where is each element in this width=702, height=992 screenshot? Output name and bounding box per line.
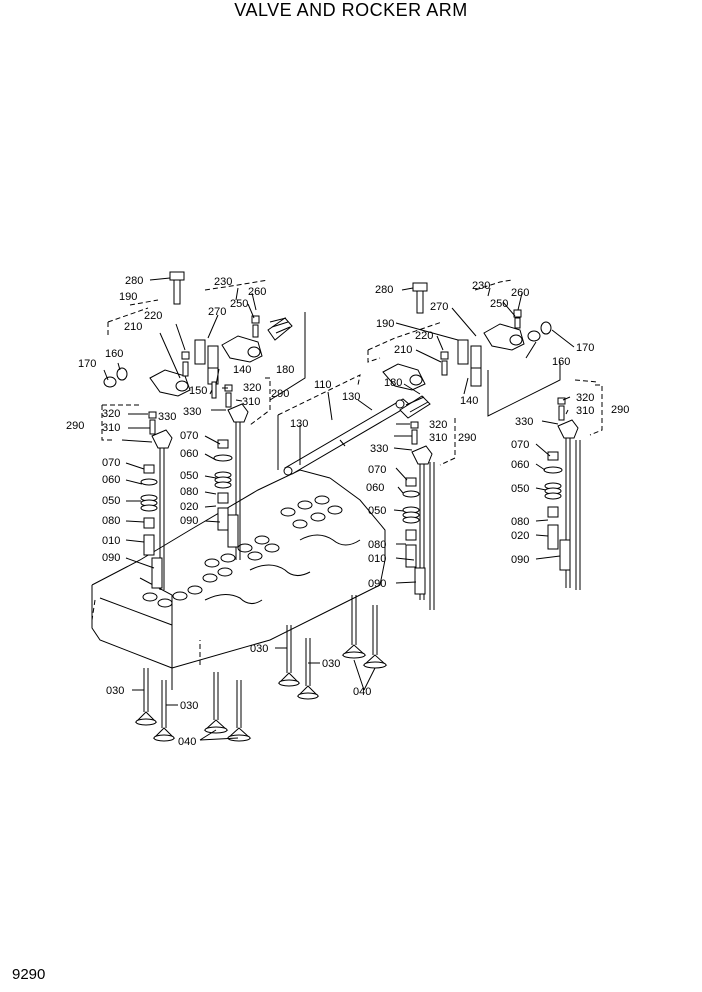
callout-label: 150 bbox=[189, 385, 207, 397]
callout-label: 210 bbox=[124, 321, 142, 333]
callout-label: 090 bbox=[102, 552, 120, 564]
callout-label: 330 bbox=[370, 443, 388, 455]
callout-label: 140 bbox=[233, 364, 251, 376]
callout-label: 270 bbox=[430, 301, 448, 313]
callout-label: 030 bbox=[322, 658, 340, 670]
callout-label: 310 bbox=[242, 396, 260, 408]
callout-label: 070 bbox=[511, 439, 529, 451]
rocker-shaft bbox=[277, 374, 431, 476]
callout-label: 060 bbox=[180, 448, 198, 460]
right-valve-assembly bbox=[543, 379, 603, 590]
callout-label: 130 bbox=[290, 418, 308, 430]
callout-label: 060 bbox=[511, 459, 529, 471]
page-number: 9290 bbox=[12, 966, 46, 983]
callout-label: 250 bbox=[490, 298, 508, 310]
callout-label: 310 bbox=[429, 432, 447, 444]
diagram-title: VALVE AND ROCKER ARM bbox=[234, 0, 468, 20]
callout-label: 290 bbox=[271, 388, 289, 400]
callout-label: 070 bbox=[102, 457, 120, 469]
callout-label: 320 bbox=[243, 382, 261, 394]
callout-label: 220 bbox=[415, 330, 433, 342]
callout-label: 130 bbox=[342, 391, 360, 403]
callout-label: 230 bbox=[214, 276, 232, 288]
callout-label: 220 bbox=[144, 310, 162, 322]
callout-label: 320 bbox=[429, 419, 447, 431]
callout-label: 030 bbox=[250, 643, 268, 655]
callout-label: 160 bbox=[552, 356, 570, 368]
callout-label: 090 bbox=[368, 578, 386, 590]
callout-label: 330 bbox=[183, 406, 201, 418]
callout-label: 310 bbox=[576, 405, 594, 417]
callout-label: 020 bbox=[511, 530, 529, 542]
callout-label: 290 bbox=[611, 404, 629, 416]
callout-label: 110 bbox=[314, 379, 332, 391]
callout-label: 080 bbox=[511, 516, 529, 528]
callout-label: 050 bbox=[511, 483, 529, 495]
callout-label: 180 bbox=[276, 364, 294, 376]
left-rocker-assembly bbox=[101, 271, 306, 590]
callout-label: 030 bbox=[106, 685, 124, 697]
valves bbox=[134, 595, 388, 742]
callout-label: 330 bbox=[158, 411, 176, 423]
cylinder-head bbox=[91, 469, 386, 690]
callout-label: 040 bbox=[353, 686, 371, 698]
callout-label: 190 bbox=[376, 318, 394, 330]
callout-label: 210 bbox=[394, 344, 412, 356]
callout-label: 080 bbox=[102, 515, 120, 527]
callout-label: 090 bbox=[511, 554, 529, 566]
middle-rocker-assembly bbox=[367, 279, 561, 610]
callout-label: 010 bbox=[368, 553, 386, 565]
callout-label: 040 bbox=[178, 736, 196, 748]
callout-label: 030 bbox=[180, 700, 198, 712]
callout-label: 010 bbox=[102, 535, 120, 547]
callout-label: 170 bbox=[576, 342, 594, 354]
callout-label: 330 bbox=[515, 416, 533, 428]
callout-label: 080 bbox=[368, 539, 386, 551]
callout-label: 060 bbox=[366, 482, 384, 494]
callout-label: 260 bbox=[248, 286, 266, 298]
callout-label: 270 bbox=[208, 306, 226, 318]
callout-label: 310 bbox=[102, 422, 120, 434]
callout-label: 060 bbox=[102, 474, 120, 486]
callout-label: 020 bbox=[180, 501, 198, 513]
callout-label: 050 bbox=[180, 470, 198, 482]
callout-label: 050 bbox=[102, 495, 120, 507]
callout-label: 070 bbox=[368, 464, 386, 476]
callout-label: 170 bbox=[78, 358, 96, 370]
callout-label: 140 bbox=[460, 395, 478, 407]
callout-label: 160 bbox=[105, 348, 123, 360]
callout-label: 080 bbox=[180, 486, 198, 498]
callout-label: 280 bbox=[375, 284, 393, 296]
callout-label: 250 bbox=[230, 298, 248, 310]
callout-label: 090 bbox=[180, 515, 198, 527]
callout-label: 180 bbox=[384, 377, 402, 389]
callout-label: 230 bbox=[472, 280, 490, 292]
callout-label: 320 bbox=[102, 408, 120, 420]
callout-label: 260 bbox=[511, 287, 529, 299]
leader-lines bbox=[103, 277, 575, 741]
callout-label: 280 bbox=[125, 275, 143, 287]
callout-label: 290 bbox=[458, 432, 476, 444]
callout-labels: 280 230 260 190 250 270 220 210 160 170 … bbox=[66, 275, 629, 748]
callout-label: 050 bbox=[368, 505, 386, 517]
callout-label: 290 bbox=[66, 420, 84, 432]
callout-label: 070 bbox=[180, 430, 198, 442]
callout-label: 190 bbox=[119, 291, 137, 303]
callout-label: 320 bbox=[576, 392, 594, 404]
